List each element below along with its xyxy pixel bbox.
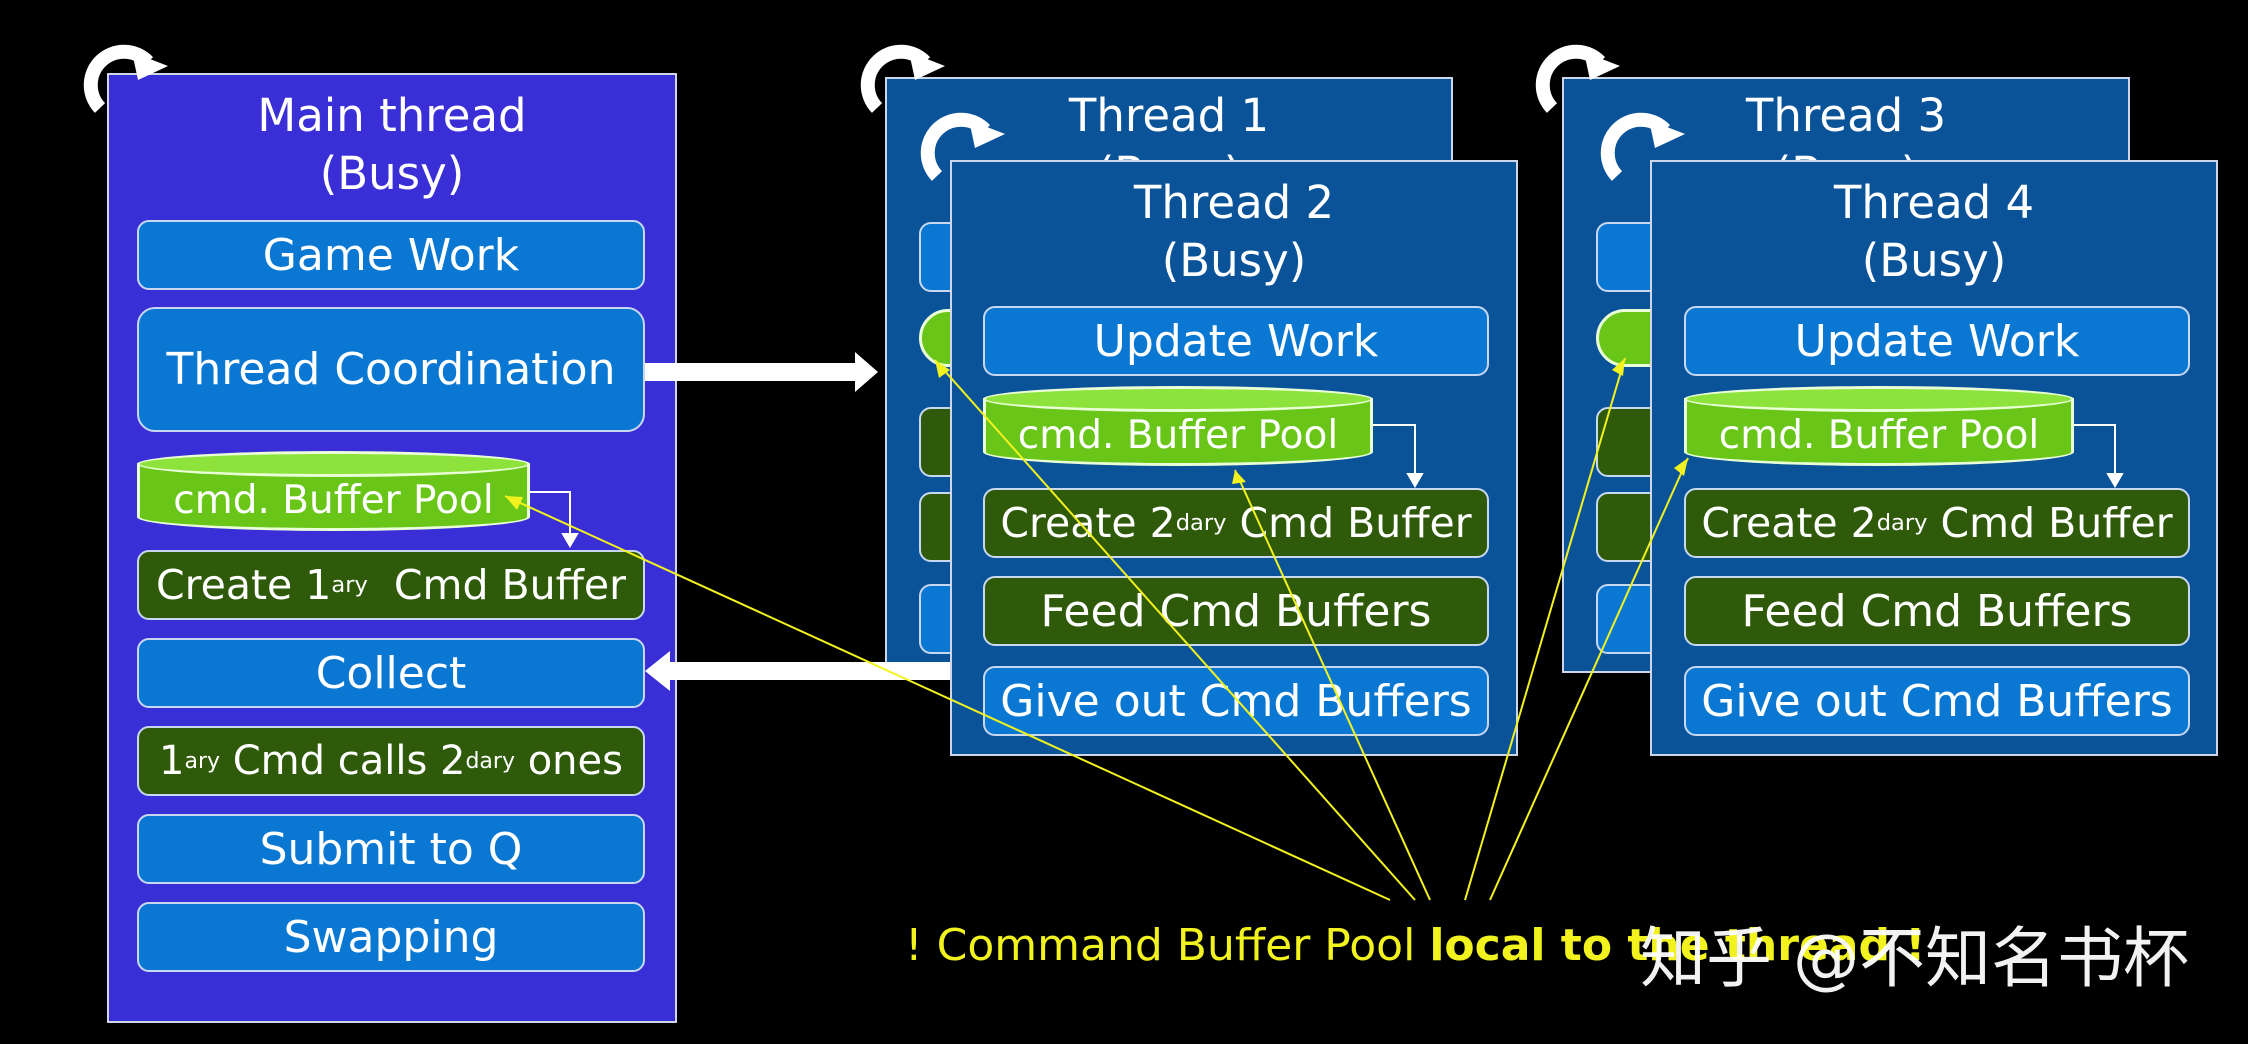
calls-sup1: ary <box>184 748 221 774</box>
thread-4-title: Thread 4 (Busy) <box>1652 174 2216 290</box>
watermark: 知乎 @不知名书杯 <box>1640 920 2189 997</box>
thread-4-give-out-box: Give out Cmd Buffers <box>1684 666 2190 736</box>
arrow-right-icon <box>645 352 878 392</box>
thread-2-create-post: Cmd Buffer <box>1226 499 1472 547</box>
main-thread-title: Main thread (Busy) <box>109 87 675 203</box>
annotation-lines <box>504 357 1689 901</box>
thread-2-give-out-box: Give out Cmd Buffers <box>983 666 1489 736</box>
calls-sup2: dary <box>465 748 515 774</box>
cycle-icon <box>860 44 945 113</box>
main-pool-label: cmd. Buffer Pool <box>173 477 494 523</box>
thread-2-title: Thread 2 (Busy) <box>952 174 1516 290</box>
note-prefix: ! Command Buffer Pool <box>905 920 1430 971</box>
cycle-icon <box>1535 44 1620 113</box>
calls-post: ones <box>514 738 623 784</box>
submit-to-queue-box: Submit to Q <box>137 814 645 884</box>
cycle-icon <box>1600 112 1685 181</box>
thread-4-title-line2: (Busy) <box>1861 234 2007 287</box>
thread-2-create-sup: dary <box>1175 510 1227 536</box>
thread-2-pool-label: cmd. Buffer Pool <box>1017 412 1339 458</box>
thread-2-feed-box: Feed Cmd Buffers <box>983 576 1489 646</box>
thread-2-cmd-buffer-pool: cmd. Buffer Pool <box>983 386 1373 466</box>
swapping-box: Swapping <box>137 902 645 972</box>
thread-3-title-line1: Thread 3 <box>1745 89 1947 142</box>
thread-2-title-line1: Thread 2 <box>1133 176 1335 229</box>
thread-4-update-work-box: Update Work <box>1684 306 2190 376</box>
main-thread-title-line2: (Busy) <box>319 147 465 200</box>
create-primary-pre: Create 1 <box>156 561 332 609</box>
main-thread-title-line1: Main thread <box>257 89 527 142</box>
thread-coordination-box: Thread Coordination <box>137 307 645 432</box>
create-primary-sup: ary <box>331 572 368 598</box>
calls-mid: Cmd calls 2 <box>220 738 466 784</box>
thread-2-title-line2: (Busy) <box>1161 234 1307 287</box>
thread-4-cmd-buffer-pool: cmd. Buffer Pool <box>1684 386 2074 466</box>
pool-connector <box>530 424 2124 548</box>
thread-4-create-sup: dary <box>1876 510 1928 536</box>
thread-4-feed-box: Feed Cmd Buffers <box>1684 576 2190 646</box>
main-cmd-buffer-pool: cmd. Buffer Pool <box>137 451 530 531</box>
arrow-left-icon <box>645 651 950 691</box>
thread-4-create-post: Cmd Buffer <box>1927 499 2173 547</box>
thread-4-pool-label: cmd. Buffer Pool <box>1718 412 2040 458</box>
calls-pre: 1 <box>159 738 185 784</box>
thread-4-create-pre: Create 2 <box>1701 499 1877 547</box>
annotation-arrowheads <box>505 358 1688 510</box>
game-work-box: Game Work <box>137 220 645 290</box>
cycle-icon <box>83 44 168 113</box>
thread-1-title-line1: Thread 1 <box>1068 89 1270 142</box>
cycle-icon <box>920 112 1005 181</box>
pool-local-note: ! Command Buffer Pool local to the threa… <box>905 920 1925 971</box>
create-primary-post: Cmd Buffer <box>367 561 626 609</box>
note-bold: local to the thread ! <box>1429 920 1926 971</box>
collect-box: Collect <box>137 638 645 708</box>
thread-4-title-line1: Thread 4 <box>1833 176 2035 229</box>
thread-2-create-pre: Create 2 <box>1000 499 1176 547</box>
thread-2-update-work-box: Update Work <box>983 306 1489 376</box>
